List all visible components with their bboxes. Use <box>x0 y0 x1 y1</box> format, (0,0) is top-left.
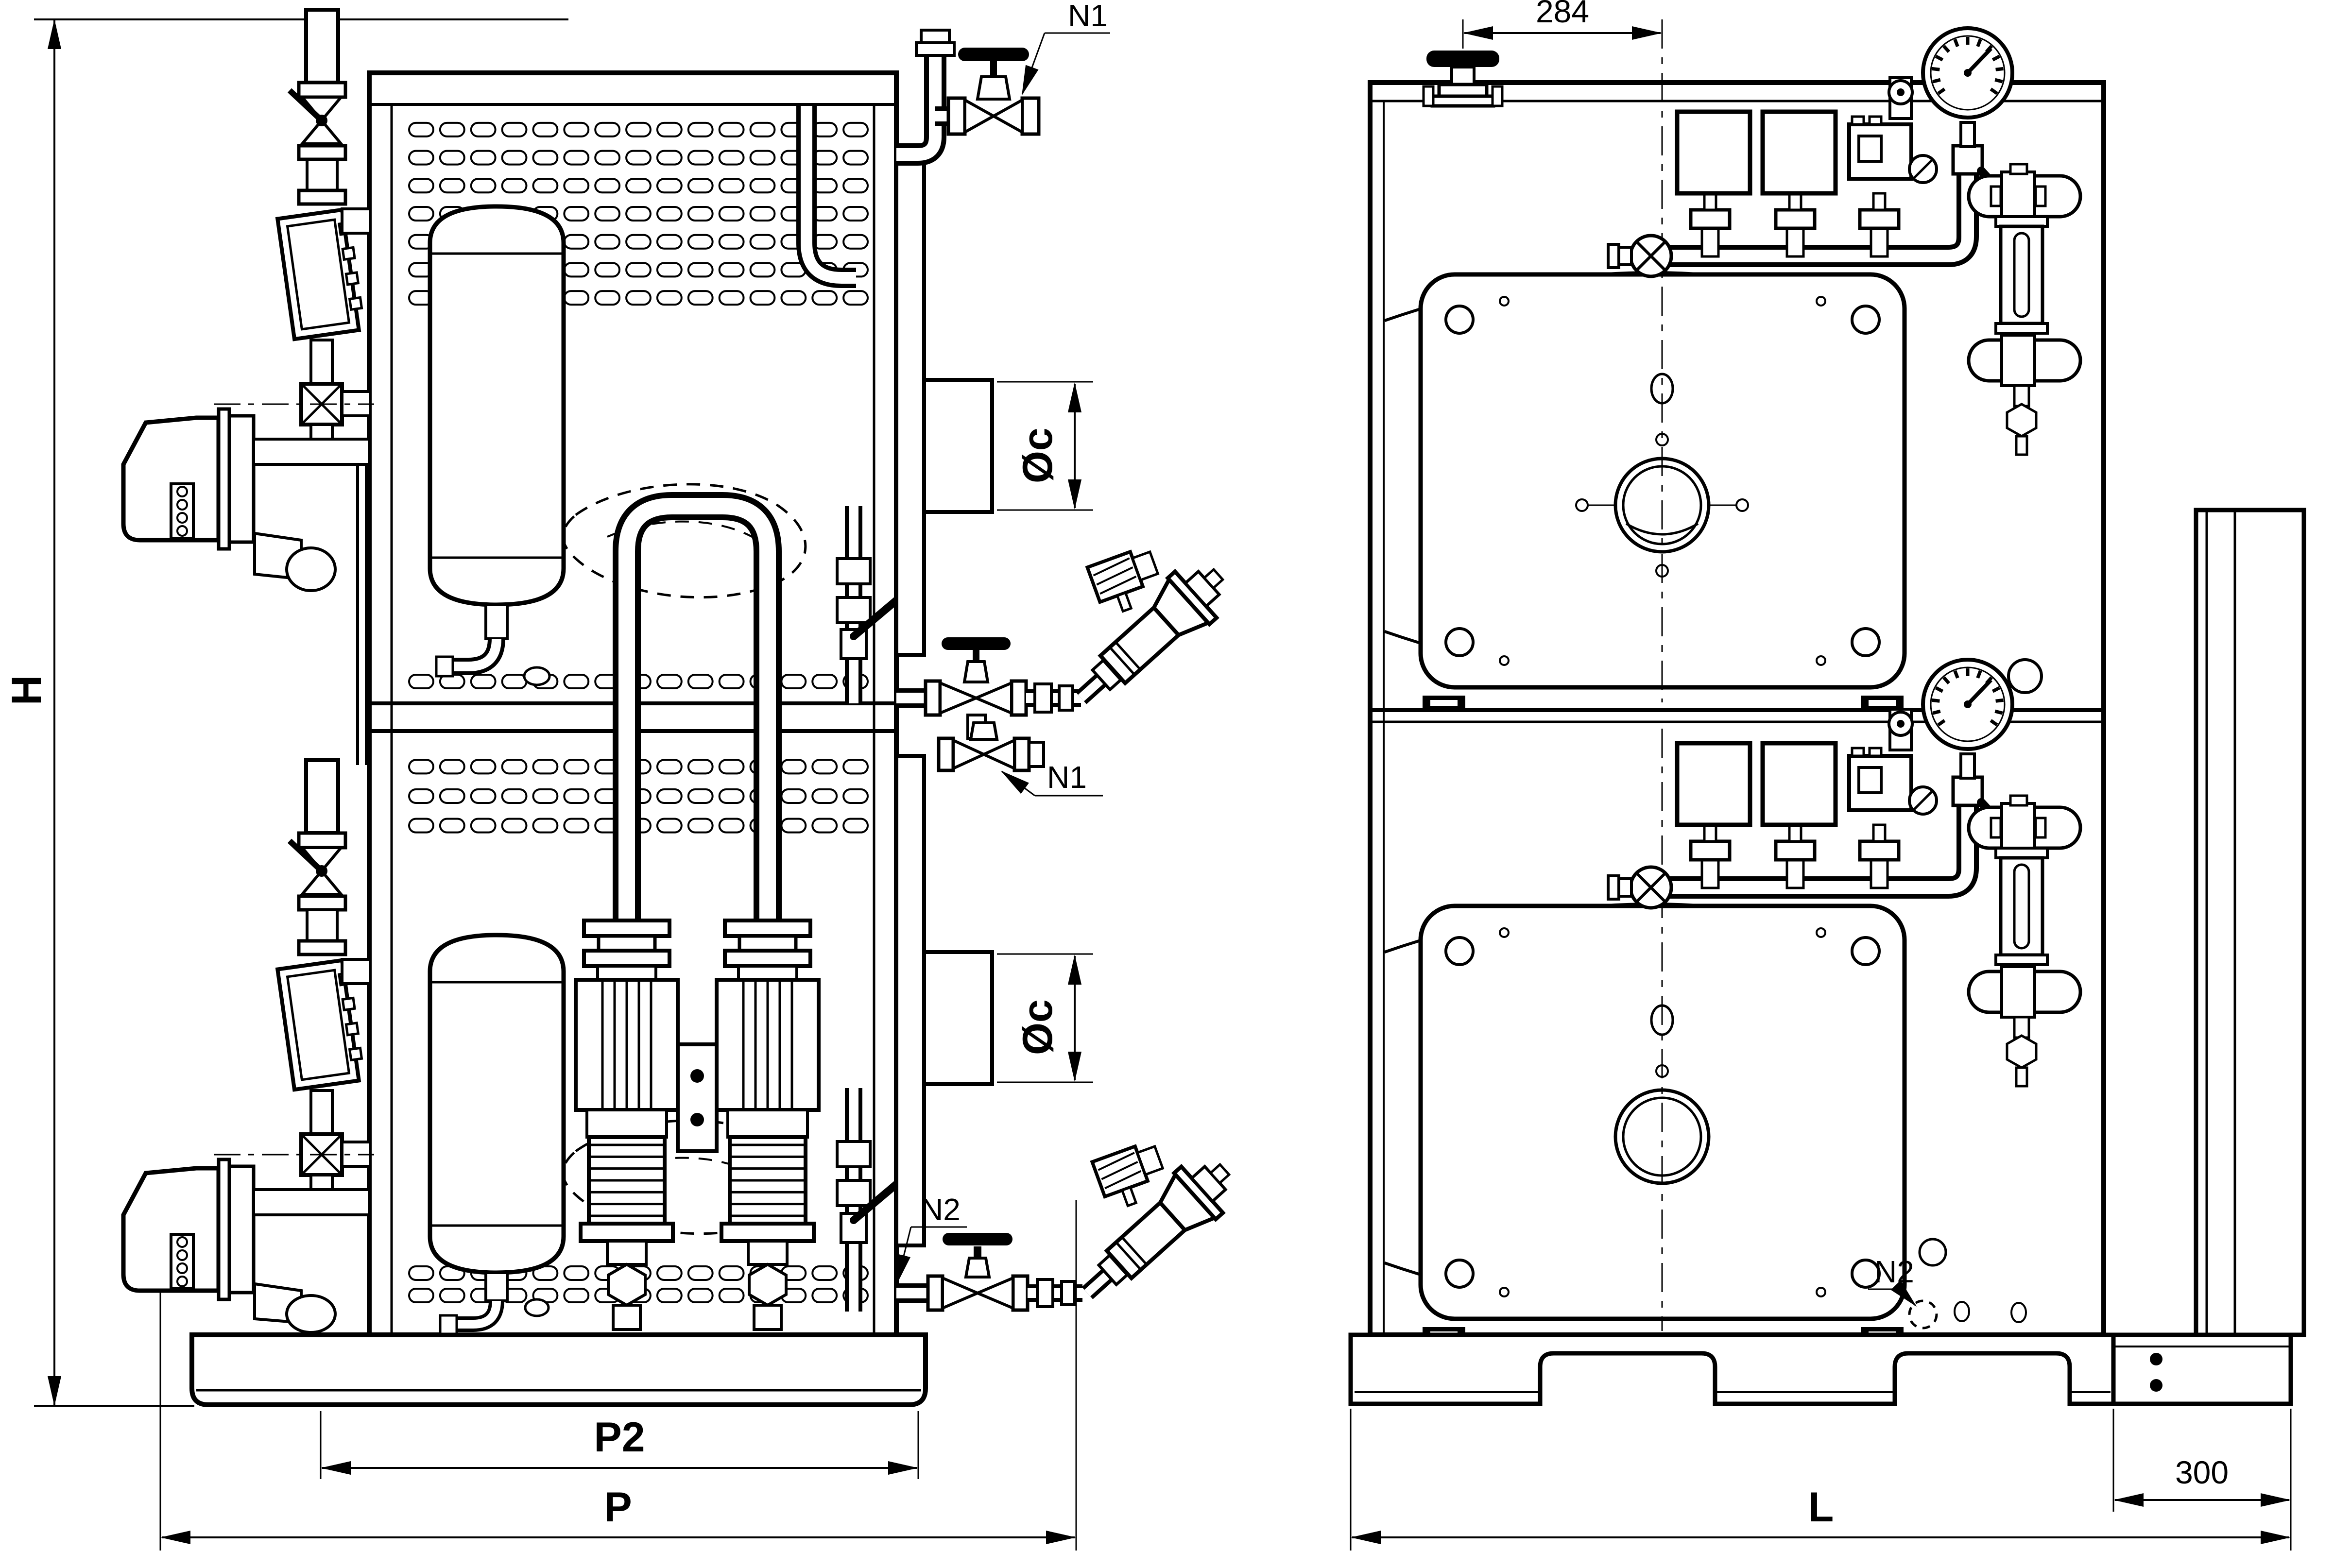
dim-label-p: P <box>604 1484 632 1531</box>
dim-h: H <box>3 18 568 1407</box>
hinge-block <box>1423 696 1904 712</box>
angle-seat-valve-lower <box>1081 1162 1231 1299</box>
side-view: H <box>3 0 1231 1551</box>
solenoid-valve-lower <box>1090 1144 1165 1208</box>
front-view: 284 N2 <box>1348 0 2306 1551</box>
valve-handwheel <box>943 1233 1013 1245</box>
n2-nozzle-hidden <box>1908 1299 1938 1329</box>
blowdown-pipe-upper <box>836 506 904 703</box>
valve-lever <box>287 838 324 873</box>
instrument-manifold-upper <box>1607 26 2020 278</box>
dim-p: P <box>159 1200 1077 1551</box>
dim-label-284: 284 <box>1536 0 1589 29</box>
inspection-plug <box>2007 658 2043 694</box>
dim-300: 300 <box>2112 1409 2291 1512</box>
sight-glass-upper <box>1967 163 2082 456</box>
n1-valve-mid: N1 <box>896 637 1103 797</box>
valve-lever <box>850 594 904 640</box>
dim-label-p2: P2 <box>594 1414 645 1461</box>
pressure-switch-box <box>1760 109 1838 196</box>
manhole-plate-lower <box>1384 903 1907 1344</box>
pressure-switch-box <box>1675 109 1752 196</box>
burner-lower <box>121 1158 371 1334</box>
dim-label-h: H <box>3 675 50 705</box>
valve-lever <box>850 1177 904 1224</box>
side-base-skid <box>189 1332 928 1407</box>
feed-pump-1 <box>574 919 680 1331</box>
valve-train-lower <box>214 758 374 1206</box>
solenoid-valve-upper <box>1085 549 1160 613</box>
dim-label-oc-lower: Øc <box>1014 999 1061 1055</box>
safety-valve-top <box>1422 51 1504 108</box>
sight-glass-lower <box>1967 794 2082 1088</box>
flue-flange-upper: Øc <box>894 161 1093 657</box>
separator-vessel-lower <box>428 933 566 1335</box>
blowdown-pipe-lower <box>836 1088 904 1312</box>
pressure-switch-box <box>1675 741 1752 827</box>
dim-label-300: 300 <box>2175 1454 2229 1490</box>
dim-l: L <box>1350 1409 2292 1551</box>
electrical-column <box>2194 508 2306 1337</box>
level-gauge-glass <box>275 207 363 341</box>
feed-pump-2 <box>715 919 821 1331</box>
manhole-plate-upper <box>1384 271 1907 712</box>
valve-handwheel <box>1426 51 1499 67</box>
n2-front: N2 <box>1868 1238 2027 1329</box>
n2-valve-side: N2 <box>896 1192 1082 1312</box>
burner-upper <box>121 407 371 592</box>
valve-handwheel <box>958 48 1029 61</box>
flue-flange-lower: Øc <box>894 754 1093 1247</box>
n1-valve-top: N1 <box>896 0 1110 166</box>
instrument-manifold-lower <box>1607 658 2020 910</box>
nozzle-label-n2-front: N2 <box>1874 1254 1914 1289</box>
separator-vessel-upper <box>428 204 566 686</box>
pressure-gauge <box>1921 26 2014 119</box>
dim-label-l: L <box>1808 1484 1834 1531</box>
nozzle-label-n2-side: N2 <box>921 1192 961 1227</box>
pump-mounting-bracket <box>676 1042 719 1153</box>
column-base <box>2111 1332 2293 1406</box>
valve-handwheel <box>942 637 1011 650</box>
nozzle-label-n1-top: N1 <box>1068 0 1108 33</box>
nozzle-label-n1-mid: N1 <box>1047 760 1087 795</box>
valve-lever <box>287 88 324 123</box>
dim-p2: P2 <box>320 1411 919 1479</box>
angle-seat-valve-upper <box>1075 567 1225 704</box>
pressure-switch-box <box>1760 741 1838 827</box>
dim-284: 284 <box>1462 0 1662 49</box>
front-base-skid <box>1348 1332 2293 1406</box>
pressure-gauge <box>1921 658 2014 751</box>
valve-train-upper <box>214 8 374 765</box>
level-gauge-glass <box>275 958 363 1092</box>
dim-label-oc-upper: Øc <box>1014 427 1061 483</box>
